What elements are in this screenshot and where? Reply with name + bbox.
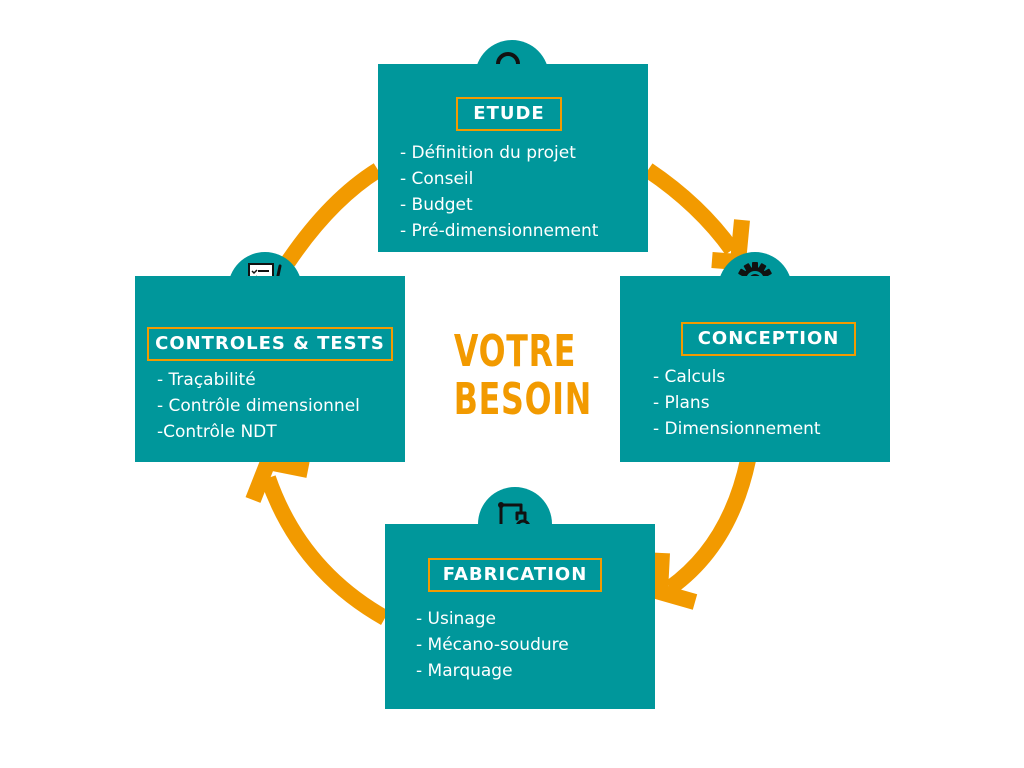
controles-items: - Traçabilité - Contrôle dimensionnel -C… [157,367,360,445]
fabrication-items: - Usinage - Mécano-soudure - Marquage [416,606,569,684]
center-title-line1: VOTRE [453,326,577,377]
list-item: - Conseil [400,169,474,189]
arrowhead-to-controles [245,452,310,503]
list-item: - Dimensionnement [653,419,821,439]
center-title: VOTRE BESOIN [453,326,592,425]
conception-title: CONCEPTION [681,322,856,356]
arrowhead-to-fabrication [651,552,698,610]
ring-arc-top-right [643,163,739,255]
center-title-line2: BESOIN [453,374,592,425]
list-item: - Définition du projet [400,143,576,163]
etude-box: ETUDE - Définition du projet - Conseil -… [378,64,648,252]
etude-title: ETUDE [456,97,562,131]
list-item: - Plans [653,393,710,413]
list-item: - Usinage [416,609,497,629]
list-item: - Pré-dimensionnement [400,221,599,241]
ring-arc-bottom-left [260,475,389,625]
controles-title: CONTROLES & TESTS [147,327,393,361]
conception-box: CONCEPTION - Calculs - Plans - Dimension… [620,276,890,462]
etude-items: - Définition du projet - Conseil - Budge… [400,140,598,244]
list-item: - Contrôle dimensionnel [157,396,360,416]
controles-box: CONTROLES & TESTS - Traçabilité - Contrô… [135,276,405,462]
list-item: - Mécano-soudure [416,635,569,655]
ring-arc-bottom-right [665,458,756,595]
list-item: -Contrôle NDT [157,422,277,442]
fabrication-box: FABRICATION - Usinage - Mécano-soudure -… [385,524,655,709]
ring-arc-top-left [281,163,383,267]
list-item: - Marquage [416,661,513,681]
list-item: - Calculs [653,367,726,387]
conception-items: - Calculs - Plans - Dimensionnement [653,364,821,442]
fabrication-title: FABRICATION [428,558,602,592]
list-item: - Traçabilité [157,370,256,390]
list-item: - Budget [400,195,473,215]
